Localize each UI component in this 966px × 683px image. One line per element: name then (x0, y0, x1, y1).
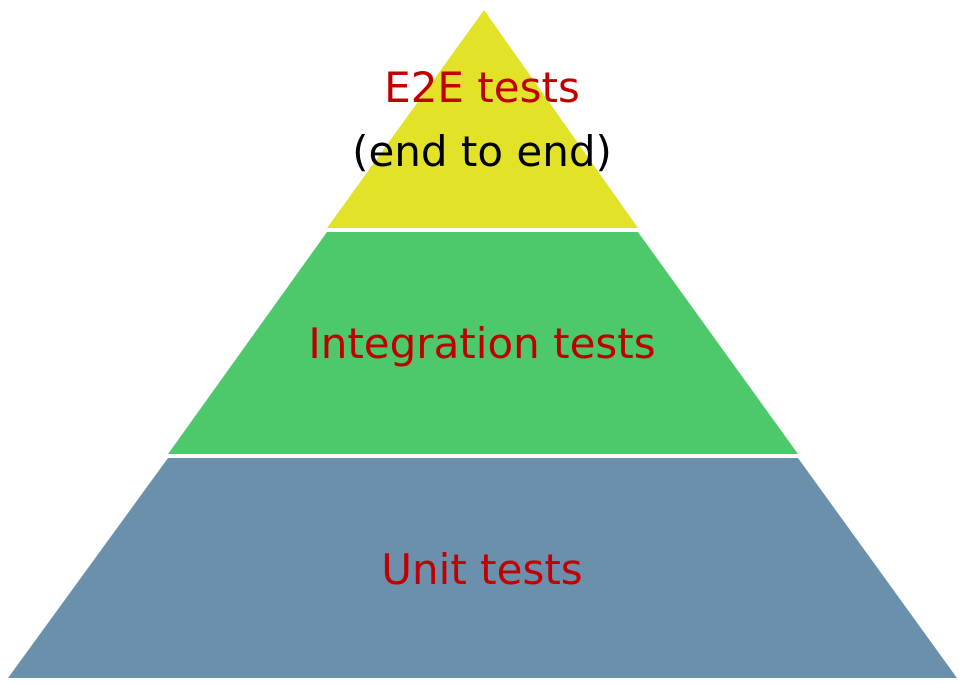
e2e-layer-label: E2E tests (384, 63, 580, 112)
integration-layer-label: Integration tests (308, 319, 655, 368)
e2e-layer-sublabel: (end to end) (352, 127, 612, 176)
pyramid-layer-integration (168, 232, 798, 454)
pyramid-layer-e2e (327, 10, 638, 228)
unit-layer-label: Unit tests (381, 545, 582, 594)
pyramid-layer-unit (8, 458, 957, 678)
